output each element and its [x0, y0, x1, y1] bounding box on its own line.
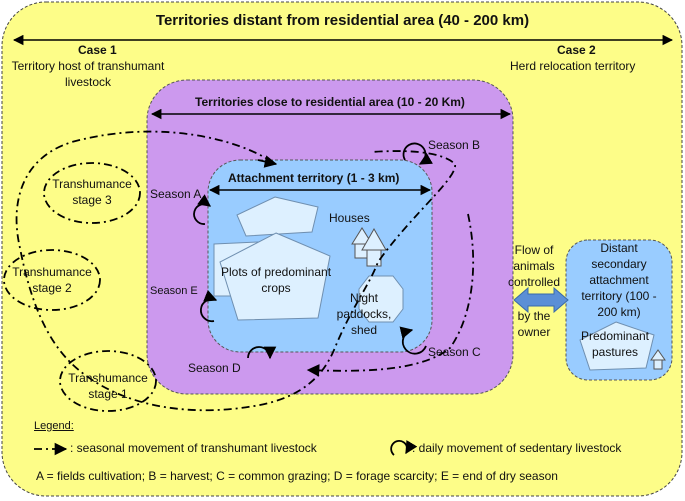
legend-title: Legend: — [34, 420, 74, 432]
title: Territories distant from residential are… — [155, 12, 530, 29]
legend-codes: A = fields cultivation; B = harvest; C =… — [36, 469, 558, 483]
distant-label-line1: Distant — [600, 241, 638, 255]
stage2-ellipse — [3, 249, 101, 311]
seasonal-movement-path-2 — [306, 213, 475, 377]
plots-label-line2: crops — [261, 281, 291, 295]
stage1-label-line1: Transhumance — [68, 371, 148, 385]
season-c-label: Season C — [428, 345, 481, 359]
stage3-ellipse — [43, 162, 141, 224]
case2-heading: Case 2 — [557, 43, 596, 57]
seasonal-movement-path — [15, 130, 456, 412]
paddocks-label-line1: Night — [349, 291, 378, 305]
houses-icon — [351, 227, 387, 267]
distant-label-line3: attachment — [589, 273, 649, 287]
plot-shape-main — [219, 232, 331, 321]
houses-label: Houses — [329, 211, 370, 225]
distant-label-line2: secondary — [591, 257, 647, 271]
flow-line2: animals — [513, 259, 555, 273]
season-a-label: Season A — [150, 187, 202, 201]
pastures-label-line1: Predominant — [580, 329, 650, 343]
season-e-loop-icon — [200, 289, 218, 323]
season-a-loop-icon — [193, 194, 212, 225]
seasonal-arrow-head-1 — [257, 155, 278, 168]
flow-line5: owner — [517, 325, 551, 339]
season-d-loop-icon — [247, 346, 277, 360]
case1-line1: Territory host of transhumant — [11, 59, 165, 73]
stage2-label-line2: stage 2 — [32, 281, 72, 295]
flow-line4: by the — [517, 309, 551, 323]
legend-daily-text: : daily movement of sedentary livestock — [412, 441, 622, 455]
close-territories-label: Territories close to residential area (1… — [195, 95, 465, 109]
paddocks-label-line3: shed — [350, 323, 378, 337]
season-d-label: Season D — [188, 361, 241, 375]
legend-daily-symbol — [390, 440, 418, 456]
pastures-shape — [579, 321, 655, 371]
flow-arrow-icon — [513, 286, 569, 314]
paddock-shape — [358, 275, 404, 323]
distant-label-line5: 200 km) — [597, 305, 641, 319]
case1-heading: Case 1 — [78, 43, 117, 57]
case1-line2: livestock — [64, 75, 111, 89]
paddocks-label-line2: paddocks, — [336, 307, 392, 321]
season-b-label: Season B — [428, 138, 481, 152]
season-e-label: Season E — [150, 285, 198, 297]
stage3-label-line2: stage 3 — [72, 193, 112, 207]
distant-label-line4: territory (100 - — [581, 289, 657, 303]
attachment-label: Attachment territory (1 - 3 km) — [228, 171, 400, 185]
flow-line3: controlled — [507, 275, 561, 289]
stage2-label-line1: Transhumance — [12, 265, 92, 279]
stage3-label-line1: Transhumance — [52, 177, 132, 191]
flow-line1: Flow of — [514, 243, 554, 257]
pastures-label-line2: pastures — [591, 345, 639, 359]
stage1-label-line2: stage 1 — [88, 387, 128, 401]
stage1-ellipse — [59, 350, 157, 412]
case2-line1: Herd relocation territory — [510, 59, 636, 73]
plots-label-line1: Plots of predominant — [220, 265, 332, 279]
season-b-loop-icon — [402, 142, 433, 165]
season-c-loop-icon — [399, 326, 427, 355]
small-house-icon — [650, 349, 666, 370]
legend-seasonal-text: : seasonal movement of transhumant lives… — [70, 441, 317, 455]
